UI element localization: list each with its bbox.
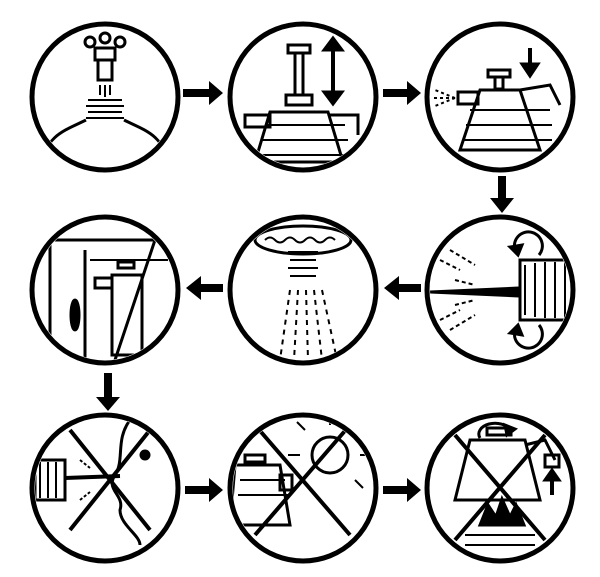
arrow-left-icon bbox=[186, 276, 223, 300]
step-6-circle bbox=[29, 214, 181, 366]
arrow-right-icon bbox=[383, 81, 421, 105]
press-handle-spray-icon bbox=[433, 48, 562, 152]
shower-spray-icon bbox=[253, 224, 353, 360]
step-7-circle bbox=[29, 412, 181, 564]
step-3-circle bbox=[424, 21, 576, 173]
arrow-left-icon bbox=[384, 276, 421, 300]
faucet-fill-bottle-icon bbox=[39, 31, 171, 166]
arrow-down-icon bbox=[96, 373, 120, 411]
step-5-circle bbox=[227, 214, 379, 366]
flow-arrows bbox=[96, 81, 514, 502]
arrow-right-icon bbox=[183, 81, 223, 105]
arrow-down-icon bbox=[490, 176, 514, 213]
step-4-circle bbox=[424, 214, 576, 366]
step-8-circle bbox=[227, 412, 379, 564]
step-1-circle bbox=[29, 21, 181, 173]
step-2-circle bbox=[227, 21, 379, 173]
pump-handle-up-down-icon bbox=[243, 35, 360, 164]
no-heat-fire-icon bbox=[453, 421, 562, 546]
step-9-circle bbox=[424, 412, 576, 564]
no-spray-on-face-icon bbox=[35, 419, 152, 546]
sprayer-in-shower-icon bbox=[35, 238, 175, 360]
rotate-nozzle-adjust-icon bbox=[430, 230, 570, 350]
arrow-right-icon bbox=[185, 478, 223, 502]
arrow-right-icon bbox=[383, 478, 421, 502]
